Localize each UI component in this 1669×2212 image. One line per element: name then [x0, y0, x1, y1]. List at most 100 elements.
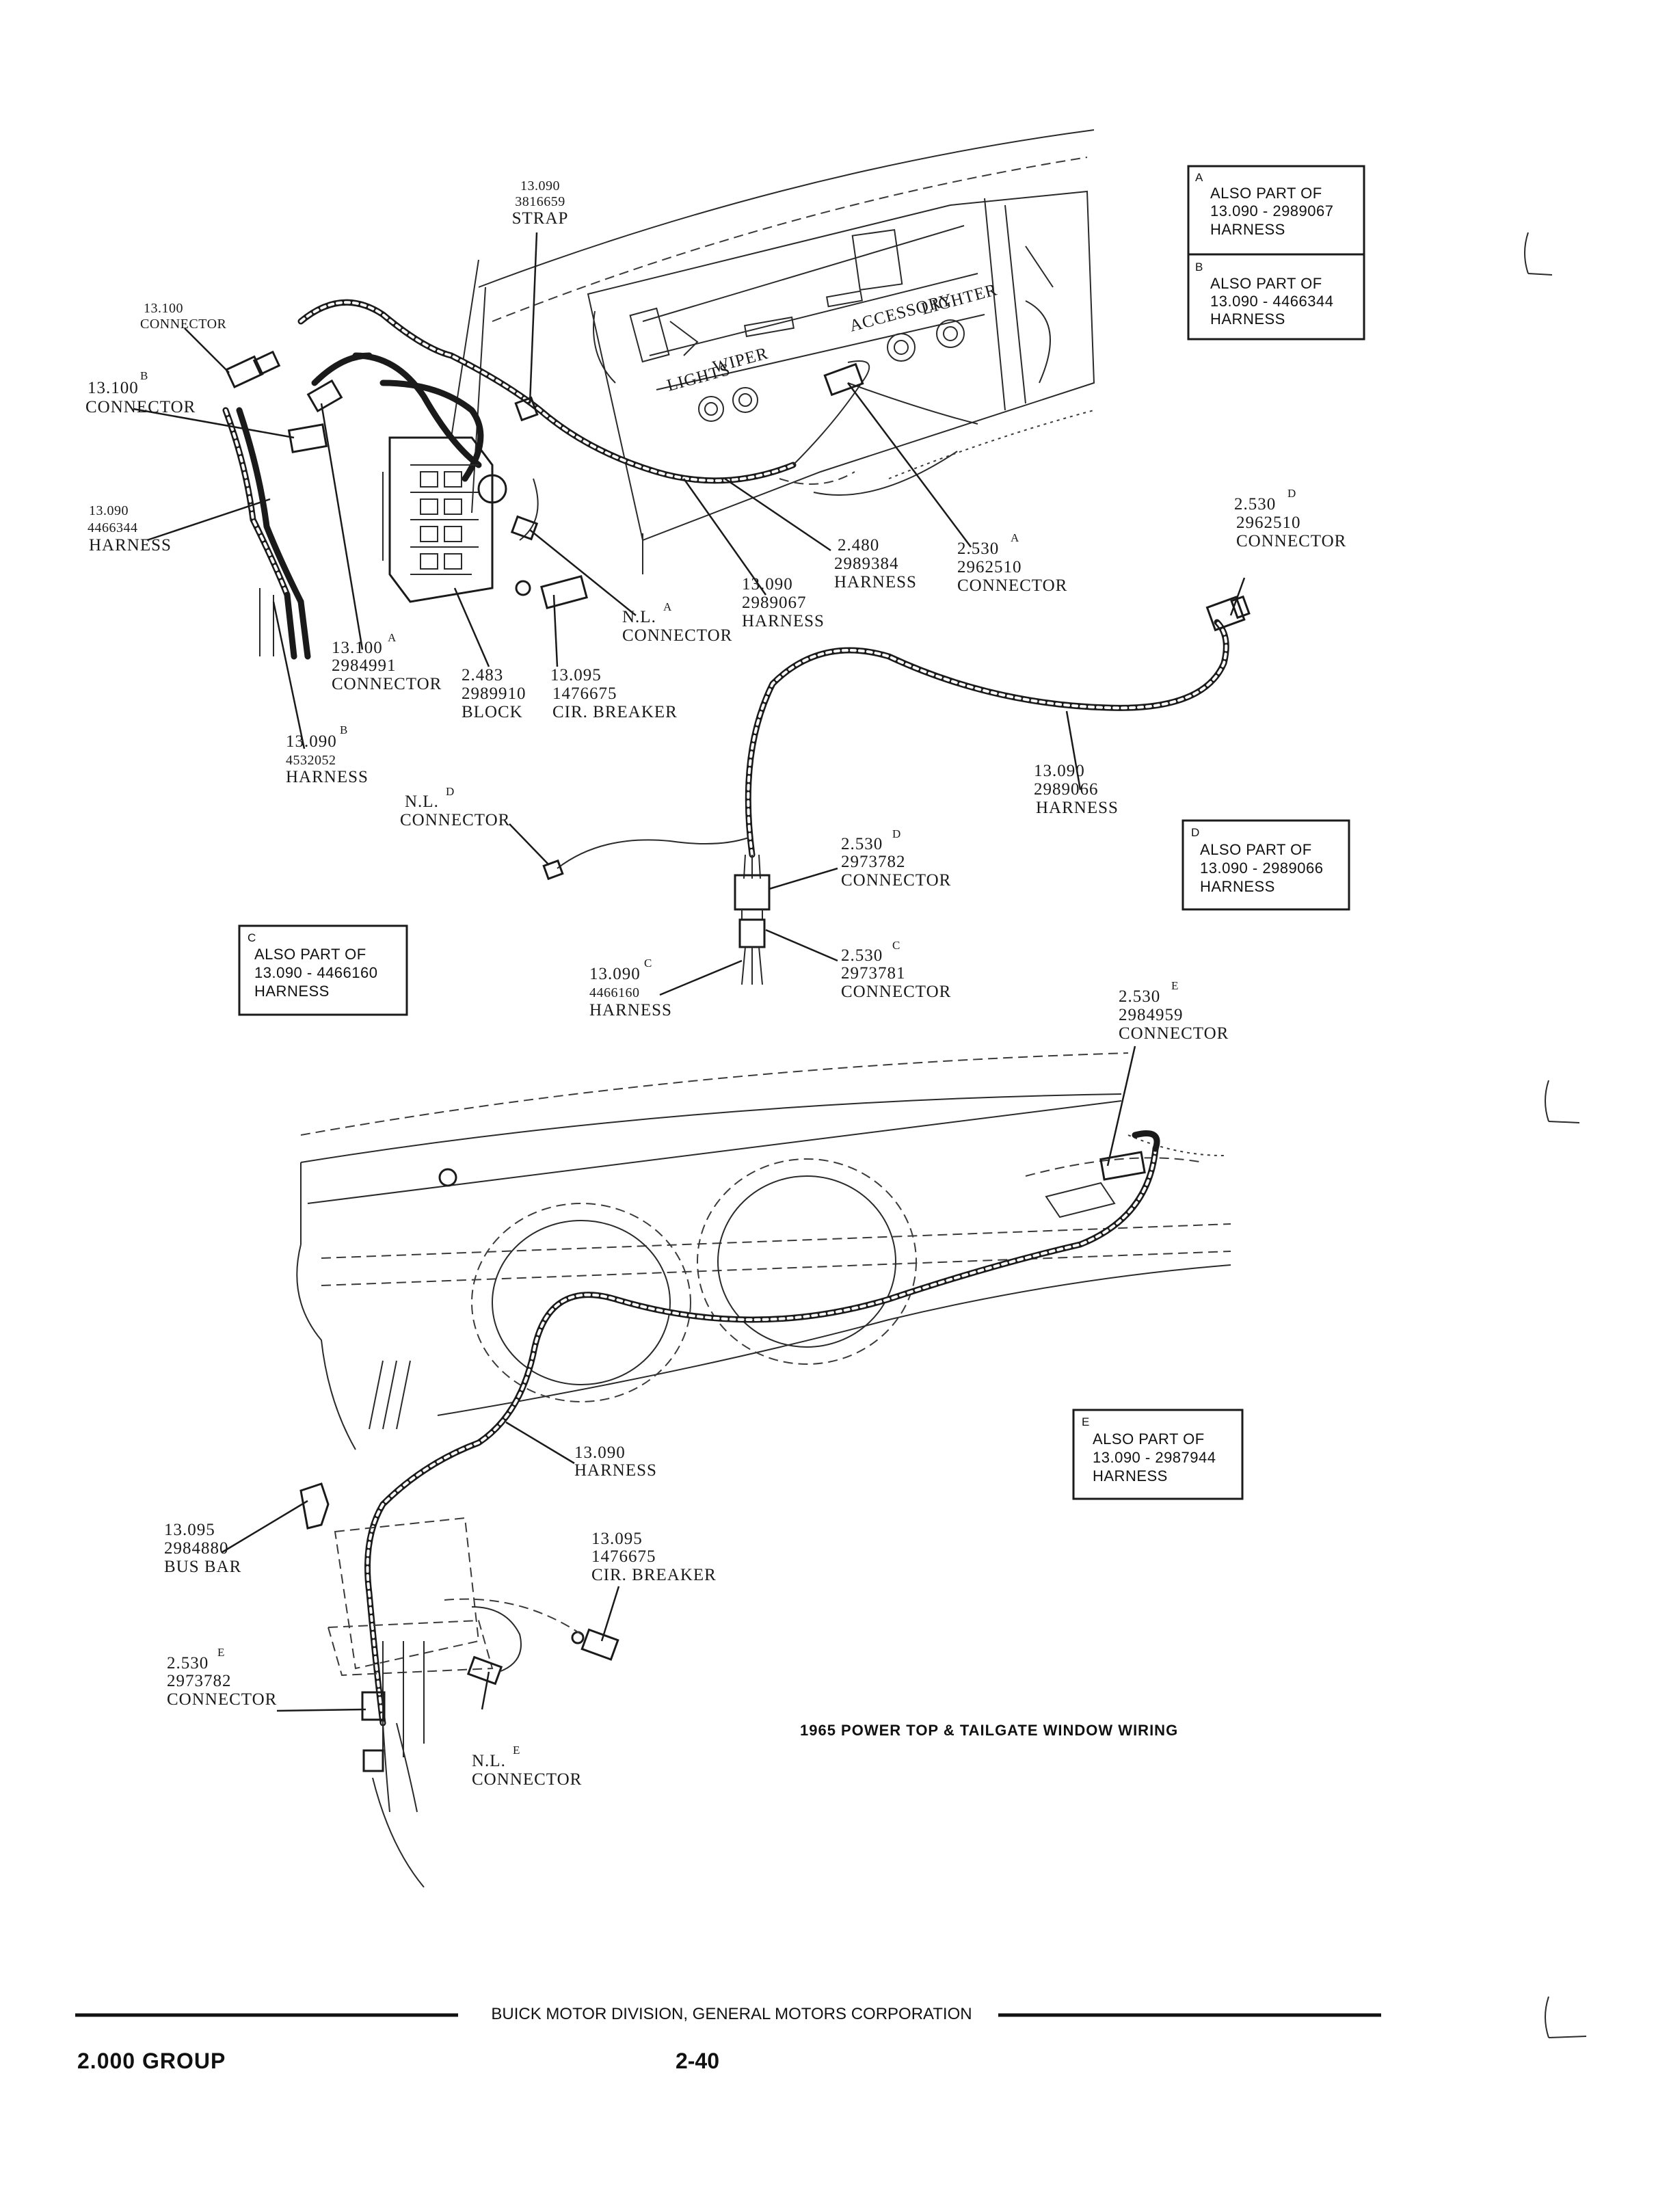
callout-line: 2962510	[957, 558, 1022, 576]
connector-2973782-d	[734, 874, 771, 920]
callout-sup: C	[644, 957, 652, 970]
note-line: ALSO PART OF	[1210, 185, 1322, 202]
callout-line: 2984959	[1119, 1006, 1184, 1024]
connector-13100b	[287, 423, 328, 453]
callout-line: CONNECTOR	[332, 675, 442, 693]
callout-line: 2.480	[838, 536, 879, 555]
note-key: B	[1195, 261, 1203, 274]
callout-line: CIR. BREAKER	[552, 703, 678, 721]
callout-line: 13.100	[144, 301, 183, 316]
callout-line: 2.530	[957, 539, 999, 558]
connector-2984959	[1099, 1151, 1146, 1181]
callout-line: HARNESS	[574, 1461, 657, 1480]
callout-line: 2984880	[164, 1539, 229, 1558]
note-line: ALSO PART OF	[254, 946, 366, 963]
callout-line: 13.090	[286, 732, 337, 751]
callout-line: 4532052	[286, 753, 336, 768]
callout-connector-2962510d: 2.530 D 2962510 CONNECTOR	[1234, 487, 1346, 550]
note-key: C	[248, 931, 256, 944]
callout-line: 13.090	[520, 178, 560, 194]
callout-sup: E	[513, 1744, 520, 1757]
callout-sup: B	[340, 723, 348, 736]
callout-harness-4532052: 13.090 B 4532052 HARNESS	[286, 723, 368, 786]
upper-main-harness	[222, 299, 978, 660]
callout-sup: B	[140, 369, 148, 382]
callout-line: 4466160	[589, 985, 640, 1000]
footer-page-number: 2-40	[676, 2049, 719, 2073]
note-line: HARNESS	[1093, 1467, 1168, 1484]
note-key: E	[1082, 1415, 1089, 1428]
lower-main-harness	[364, 1130, 1160, 1888]
callout-line: 2973781	[841, 964, 906, 983]
upper-instrument-panel-drawing	[451, 129, 1095, 574]
circuit-breaker-1476675-top	[515, 574, 588, 610]
callout-line: N.L.	[405, 792, 439, 811]
callout-sup: E	[1171, 979, 1179, 992]
fuse-block-2989910	[382, 436, 507, 603]
lighter-knob-label: LIGHTER	[920, 280, 1000, 319]
callout-nl-connector-d: N.L. D CONNECTOR	[400, 785, 510, 829]
callout-connector-2973782-e: 2.530 E 2973782 CONNECTOR	[167, 1646, 276, 1709]
callout-13100-connector: 13.100 CONNECTOR	[140, 301, 227, 332]
callout-nl-connector-e: N.L. E CONNECTOR	[472, 1744, 581, 1789]
callout-sup: D	[892, 827, 901, 840]
callout-harness-2989067: 13.090 2989067 HARNESS	[742, 575, 825, 630]
leader-lines	[133, 232, 1246, 1712]
footer: BUICK MOTOR DIVISION, GENERAL MOTORS COR…	[75, 2005, 1381, 2073]
note-box-e: E ALSO PART OF 13.090 - 2987944 HARNESS	[1072, 1409, 1244, 1500]
callout-line: 13.090	[589, 965, 641, 983]
note-line: HARNESS	[1200, 878, 1275, 895]
callout-line: CONNECTOR	[140, 317, 227, 332]
connector-2962510d	[1205, 595, 1251, 632]
connector-2962510a	[823, 362, 864, 397]
callout-circuit-breaker-lower: 13.095 1476675 CIR. BREAKER	[591, 1530, 716, 1584]
connector-2973782-e	[361, 1691, 386, 1772]
callout-sup: A	[1011, 531, 1019, 544]
nl-connector-e	[466, 1606, 522, 1685]
lower-instrument-panel-drawing	[296, 1052, 1231, 1450]
harness-2989066	[743, 619, 1229, 879]
connector-13100-top	[225, 350, 281, 388]
callout-line: 13.100	[332, 639, 383, 657]
callout-line: 2.483	[462, 666, 503, 684]
callout-line: HARNESS	[89, 536, 172, 555]
callout-line: HARNESS	[589, 1001, 672, 1020]
connector-2984991	[306, 379, 343, 413]
note-line: 13.090 - 2989067	[1210, 202, 1334, 219]
callout-harness-2989384: 2.480 2989384 HARNESS	[834, 536, 917, 591]
callout-line: CONNECTOR	[841, 983, 951, 1001]
fuse-block-lower	[327, 1517, 494, 1757]
callout-circuit-breaker-top: 13.095 1476675 CIR. BREAKER	[550, 666, 678, 721]
callout-connector-2973782-d: 2.530 D 2973782 CONNECTOR	[841, 827, 950, 890]
callout-line: HARNESS	[834, 573, 917, 591]
nl-connector-a	[510, 515, 539, 541]
strap-3816659	[514, 396, 539, 422]
callout-13100b-connector: 13.100 B CONNECTOR	[85, 369, 196, 416]
callout-line: 2989384	[834, 555, 899, 573]
callout-line: CONNECTOR	[85, 398, 196, 416]
callout-line: 2.530	[841, 835, 883, 853]
note-line: 13.090 - 2989066	[1200, 860, 1324, 877]
bus-bar-2984880	[299, 1482, 330, 1530]
callout-line: 13.095	[164, 1521, 215, 1539]
callout-line: CONNECTOR	[1119, 1024, 1229, 1043]
note-box-d: D ALSO PART OF 13.090 - 2989066 HARNESS	[1181, 819, 1350, 911]
callout-line: 1476675	[552, 684, 617, 703]
callout-line: 2.530	[1234, 495, 1276, 514]
callout-connector-2984959: 2.530 E 2984959 CONNECTOR	[1119, 979, 1229, 1043]
callout-line: CONNECTOR	[957, 576, 1067, 595]
callout-line: HARNESS	[742, 612, 825, 630]
callout-line: BUS BAR	[164, 1558, 241, 1576]
callout-line: 1476675	[591, 1547, 656, 1566]
callout-line: 2973782	[167, 1672, 232, 1690]
callout-harness-4466160: 13.090 C 4466160 HARNESS	[589, 957, 672, 1020]
connector-2973781	[738, 918, 766, 985]
callout-line: 2984991	[332, 656, 397, 675]
note-line: HARNESS	[1210, 310, 1285, 328]
callout-line: STRAP	[512, 209, 569, 228]
callout-line: CONNECTOR	[400, 811, 510, 829]
callout-line: 13.090	[1034, 762, 1085, 780]
note-key: A	[1195, 171, 1203, 184]
note-box-a-b: A ALSO PART OF 13.090 - 2989067 HARNESS …	[1187, 165, 1365, 341]
